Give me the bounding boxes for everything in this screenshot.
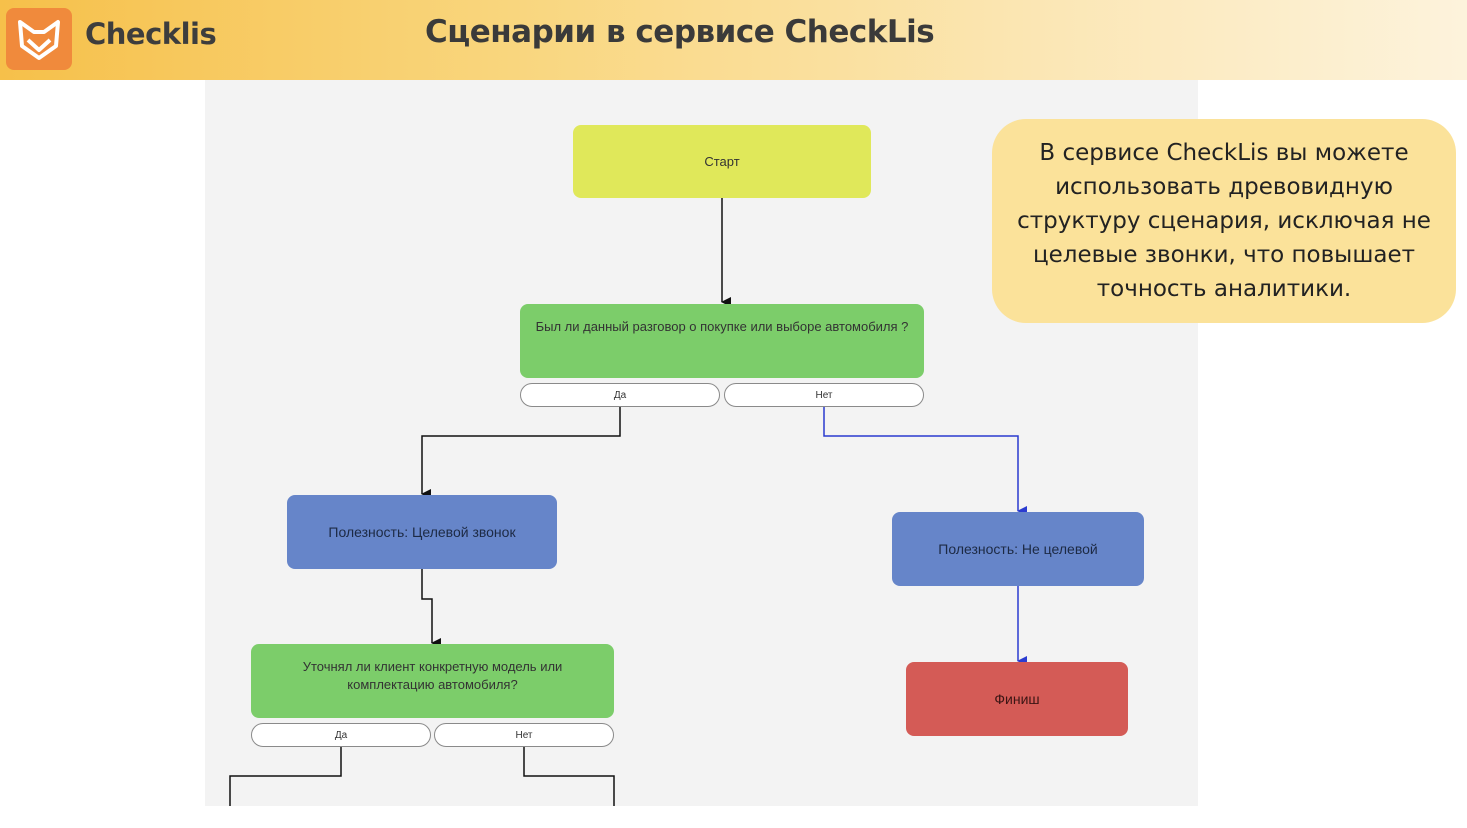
answer-no-button[interactable]: Нет (724, 383, 924, 407)
start-node[interactable]: Старт (573, 125, 871, 198)
page-title: Сценарии в сервисе CheckLis (425, 14, 935, 50)
finish-node[interactable]: Финиш (906, 662, 1128, 736)
info-callout: В сервисе CheckLis вы можете использоват… (992, 119, 1456, 323)
question-node-purchase[interactable]: Был ли данный разговор о покупке или выб… (520, 304, 924, 378)
header-bar: Checklis Сценарии в сервисе CheckLis (0, 0, 1467, 80)
edge-q1-no (823, 407, 1027, 516)
result-node-not-target[interactable]: Полезность: Не целевой (892, 512, 1144, 586)
edge-q1-yes (421, 407, 621, 499)
edge-q2-yes (229, 747, 342, 806)
edge-q2-no (523, 747, 615, 806)
brand-name: Checklis (85, 17, 217, 51)
question-node-model[interactable]: Уточнял ли клиент конкретную модель или … (251, 644, 614, 718)
result-node-target-call[interactable]: Полезность: Целевой звонок (287, 495, 557, 569)
answer-yes-button[interactable]: Да (520, 383, 720, 407)
answer-yes-button-q2[interactable]: Да (251, 723, 431, 747)
edge-target-q2 (421, 569, 441, 648)
fox-logo-icon (6, 8, 72, 70)
flow-edges (229, 198, 1027, 806)
answer-no-button-q2[interactable]: Нет (434, 723, 614, 747)
